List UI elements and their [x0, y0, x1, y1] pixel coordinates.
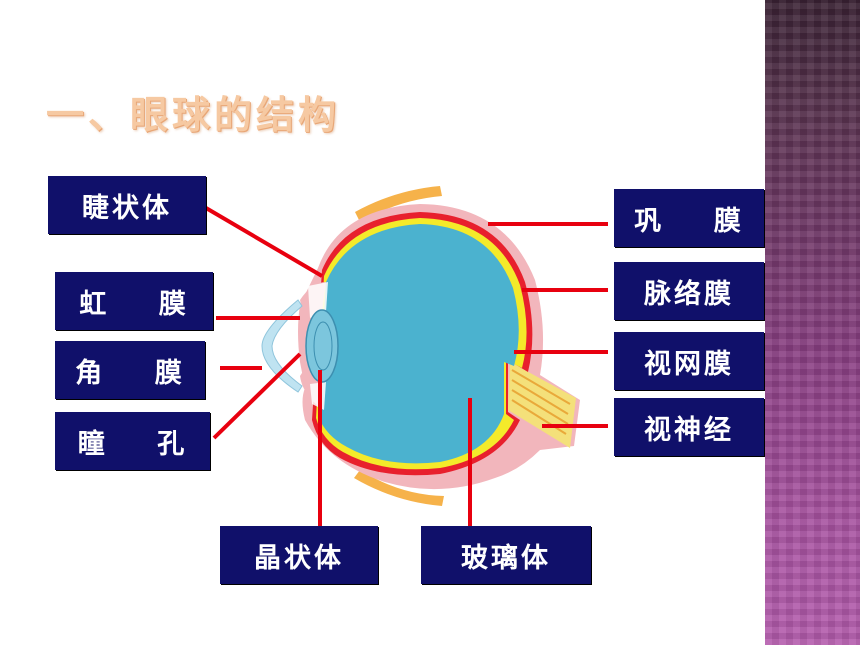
decorative-sidebar: [765, 0, 860, 645]
label-optic-nerve: 视神经: [614, 398, 764, 456]
leader-ciliary-body: [204, 206, 324, 278]
ciliary-body-shape: [308, 282, 328, 318]
label-pupil: 瞳 孔: [55, 412, 210, 470]
label-vitreous: 玻璃体: [421, 526, 591, 584]
label-sclera: 巩 膜: [614, 189, 764, 247]
leader-pupil: [212, 352, 302, 440]
eye-muscle-bottom: [354, 470, 444, 506]
label-retina: 视网膜: [614, 332, 764, 390]
optic-nerve-fibers: [511, 369, 571, 435]
vitreous-body-shape: [318, 224, 519, 464]
page-title: 一、眼球的结构: [46, 93, 341, 137]
label-iris: 虹 膜: [55, 272, 213, 330]
leader-lines: [204, 206, 608, 526]
label-ciliary-body: 睫状体: [48, 176, 206, 234]
lens-inner: [313, 321, 333, 371]
label-choroid: 脉络膜: [614, 262, 764, 320]
cornea-shape: [261, 299, 303, 393]
label-cornea: 角 膜: [55, 341, 205, 399]
label-lens: 晶状体: [220, 526, 378, 584]
